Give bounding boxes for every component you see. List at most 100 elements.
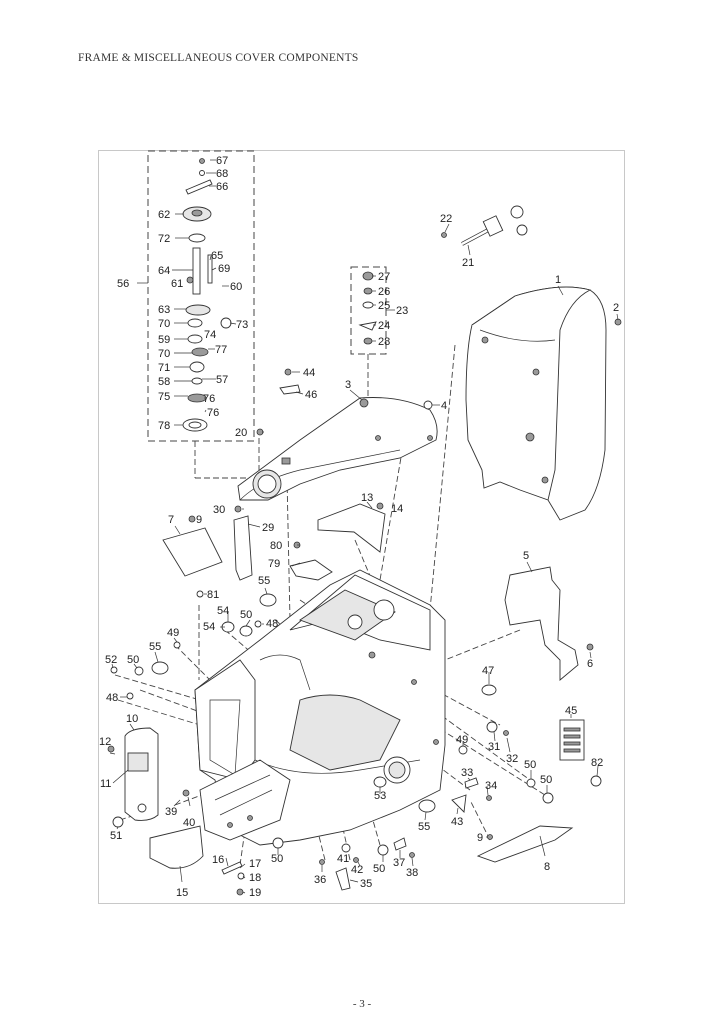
callout-75: 75 xyxy=(158,391,170,403)
callout-13: 13 xyxy=(361,492,373,504)
callout-70a: 70 xyxy=(158,318,170,330)
stack-assembly-56 xyxy=(182,158,232,432)
callout-50a: 50 xyxy=(127,654,139,666)
callout-76b: 76 xyxy=(207,407,219,419)
callout-55a: 55 xyxy=(258,575,270,587)
callout-20: 20 xyxy=(235,427,247,439)
callout-24: 24 xyxy=(378,320,390,332)
callout-46: 46 xyxy=(305,389,317,401)
callout-14: 14 xyxy=(391,503,403,515)
callout-6: 6 xyxy=(587,658,593,670)
callout-43: 43 xyxy=(451,816,463,828)
cap-part-47 xyxy=(481,684,497,696)
assembly-23-box xyxy=(350,266,387,355)
callout-78: 78 xyxy=(158,420,170,432)
plate-part-13 xyxy=(317,503,386,553)
top-cover-part-1 xyxy=(465,286,607,521)
shaft-part-21 xyxy=(441,205,528,246)
callout-57: 57 xyxy=(216,374,228,386)
callout-72: 72 xyxy=(158,233,170,245)
callout-22: 22 xyxy=(440,213,452,225)
callout-28: 28 xyxy=(378,336,390,348)
callout-81: 81 xyxy=(207,589,219,601)
callout-18: 18 xyxy=(249,872,261,884)
callout-52: 52 xyxy=(105,654,117,666)
callout-34: 34 xyxy=(485,780,497,792)
callout-47: 47 xyxy=(482,665,494,677)
callout-51: 51 xyxy=(110,830,122,842)
callout-19: 19 xyxy=(249,887,261,899)
callout-32: 32 xyxy=(506,753,518,765)
callout-54a: 54 xyxy=(217,605,229,617)
callout-64: 64 xyxy=(158,265,170,277)
leader-lines xyxy=(109,159,619,894)
callout-8: 8 xyxy=(544,861,550,873)
page-title: FRAME & MISCELLANEOUS COVER COMPONENTS xyxy=(78,52,359,64)
machine-frame xyxy=(194,569,446,846)
callout-1: 1 xyxy=(555,274,561,286)
callout-71: 71 xyxy=(158,362,170,374)
plate-part-7 xyxy=(162,527,223,577)
callout-50e: 50 xyxy=(271,853,283,865)
callout-11: 11 xyxy=(100,778,111,790)
callout-15: 15 xyxy=(176,887,188,899)
callout-4: 4 xyxy=(441,400,447,412)
callout-5: 5 xyxy=(523,550,529,562)
label-plate-part-45 xyxy=(559,719,585,761)
callout-67: 67 xyxy=(216,155,228,167)
callout-82: 82 xyxy=(591,757,603,769)
callout-41: 41 xyxy=(337,853,349,865)
bed-cover-part-15 xyxy=(149,825,204,869)
callout-70b: 70 xyxy=(158,348,170,360)
callout-30: 30 xyxy=(213,504,225,516)
callout-79: 79 xyxy=(268,558,280,570)
callout-27: 27 xyxy=(378,271,390,283)
callout-54b: 54 xyxy=(203,621,215,633)
callout-50c: 50 xyxy=(524,759,536,771)
callout-50b: 50 xyxy=(240,609,252,621)
callout-80: 80 xyxy=(270,540,282,552)
stack-assembly-23 xyxy=(358,271,377,345)
callout-21: 21 xyxy=(462,257,474,269)
arm-cover-part-3 xyxy=(237,397,438,501)
callout-62: 62 xyxy=(158,209,170,221)
side-cover-part-10 xyxy=(124,727,159,821)
plate-part-8 xyxy=(476,825,574,863)
callout-68: 68 xyxy=(216,168,228,180)
callout-3: 3 xyxy=(345,379,351,391)
callout-56: 56 xyxy=(117,278,129,290)
callout-49a: 49 xyxy=(167,627,179,639)
callout-35: 35 xyxy=(360,878,372,890)
callout-26: 26 xyxy=(378,286,390,298)
callout-39: 39 xyxy=(165,806,177,818)
callout-7: 7 xyxy=(168,514,174,526)
callout-61: 61 xyxy=(171,278,183,290)
callout-9b: 9 xyxy=(477,832,483,844)
bracket-part-79 xyxy=(289,559,333,581)
callout-59: 59 xyxy=(158,334,170,346)
callout-48b: 48 xyxy=(106,692,118,704)
callout-69: 69 xyxy=(218,263,230,275)
callout-36: 36 xyxy=(314,874,326,886)
callout-31: 31 xyxy=(488,741,500,753)
callout-66: 66 xyxy=(216,181,228,193)
callout-9: 9 xyxy=(196,514,202,526)
callout-65: 65 xyxy=(211,250,223,262)
callout-12: 12 xyxy=(99,736,111,748)
diagram-frame xyxy=(98,150,625,904)
callout-48a: 48 xyxy=(266,618,278,630)
callout-16: 16 xyxy=(212,854,224,866)
page-number: - 3 - xyxy=(352,998,372,1010)
callout-58: 58 xyxy=(158,376,170,388)
callout-10: 10 xyxy=(126,713,138,725)
callout-38: 38 xyxy=(406,867,418,879)
callout-60: 60 xyxy=(230,281,242,293)
callout-55c: 55 xyxy=(418,821,430,833)
cap-part-82 xyxy=(590,775,602,787)
callout-50f: 50 xyxy=(373,863,385,875)
callout-23: 23 xyxy=(396,305,408,317)
callout-55b: 55 xyxy=(149,641,161,653)
callout-29: 29 xyxy=(262,522,274,534)
callout-2: 2 xyxy=(613,302,619,314)
